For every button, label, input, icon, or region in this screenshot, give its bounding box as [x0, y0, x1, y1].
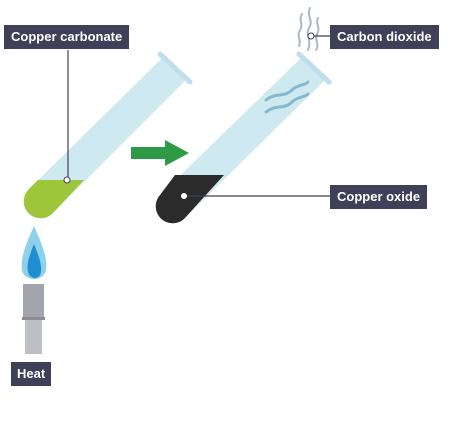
carbon-dioxide-wisps-icon — [297, 7, 320, 51]
copper-carbonate-marker — [63, 176, 71, 184]
copper-oxide-sample — [155, 175, 224, 224]
copper-carbonate-sample — [23, 180, 84, 219]
burner-icon — [22, 284, 45, 354]
arrow-right-icon — [131, 140, 189, 166]
copper-oxide-marker — [181, 193, 187, 199]
flame-icon — [21, 226, 47, 279]
test-tube-right-icon — [155, 51, 332, 224]
heat-label: Heat — [11, 362, 52, 386]
gas-wisp-icon — [264, 92, 310, 114]
test-tube-left-icon — [23, 51, 193, 219]
carbon-dioxide-label: Carbon dioxide — [330, 25, 439, 49]
copper-carbonate-label: Copper carbonate — [4, 25, 130, 49]
carbon-dioxide-marker — [307, 32, 315, 40]
copper-oxide-label: Copper oxide — [330, 185, 428, 209]
gas-wisp-icon — [264, 80, 310, 102]
